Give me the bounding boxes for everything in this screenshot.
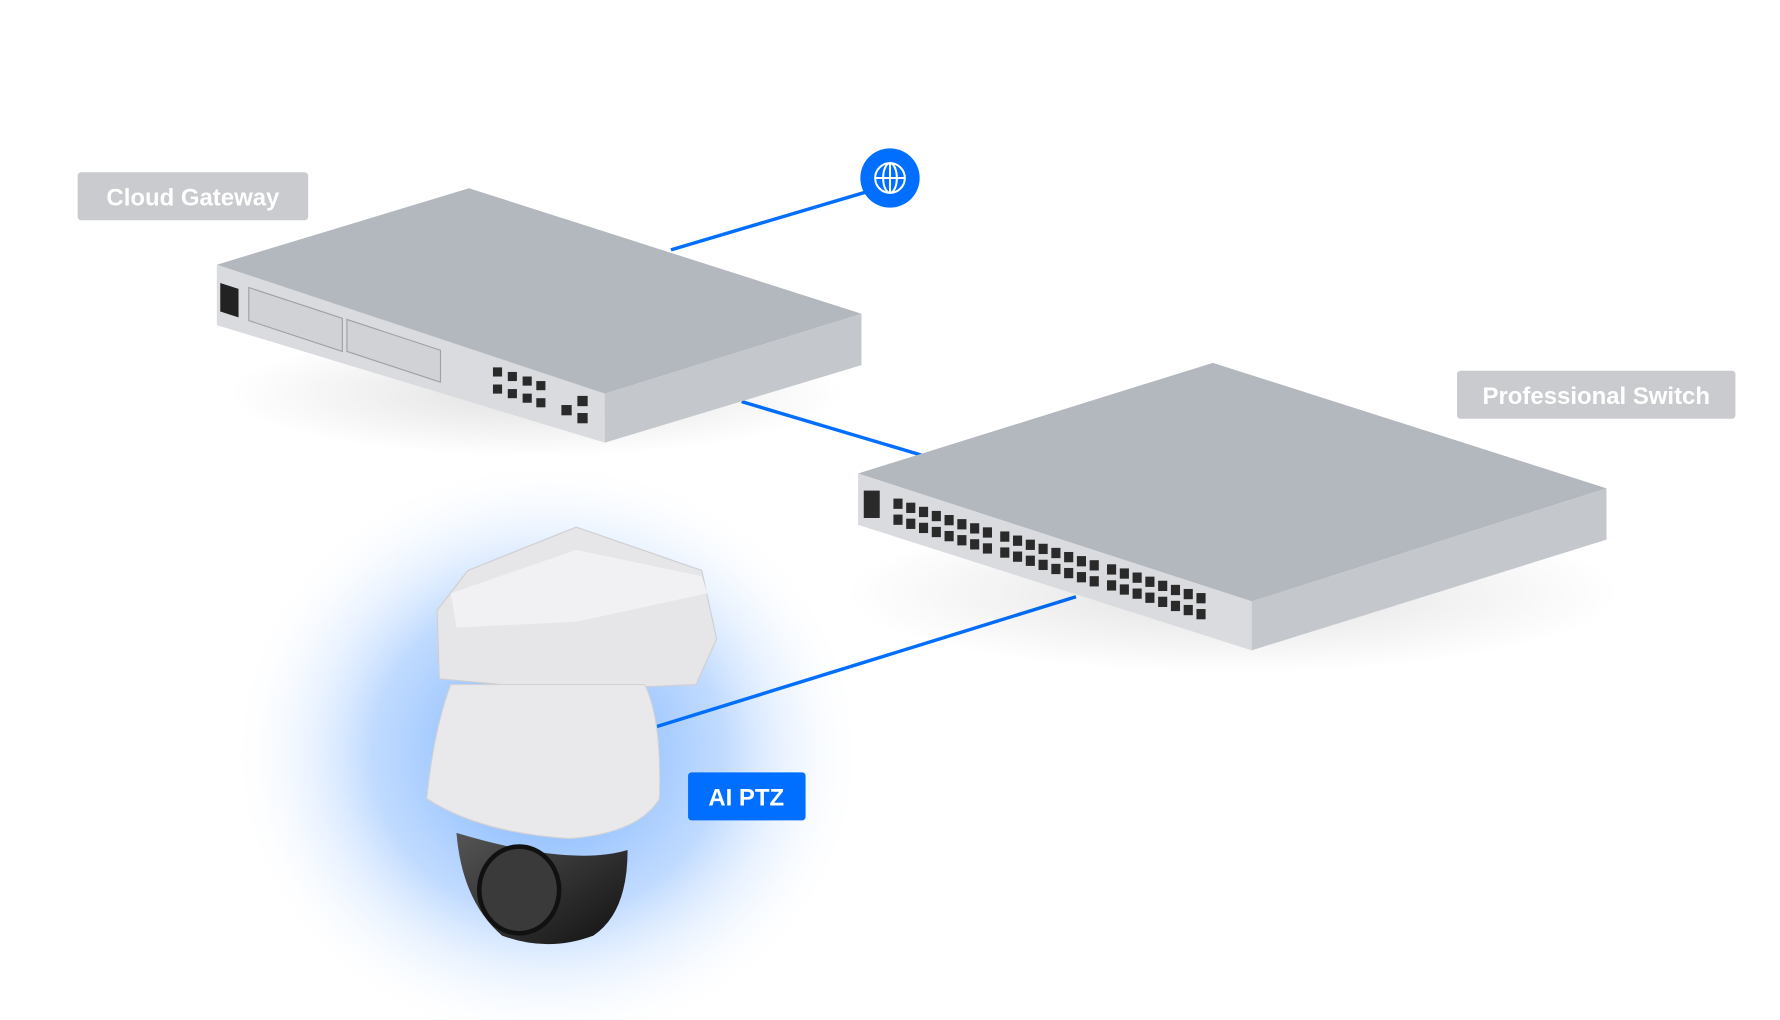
switch-port — [970, 523, 980, 534]
ai-ptz-camera[interactable] — [426, 526, 718, 945]
switch-port — [1025, 539, 1035, 550]
switch-port — [1038, 543, 1048, 555]
switch-port — [1196, 609, 1206, 620]
switch-port — [1145, 592, 1155, 603]
professional-switch-label-text: Professional Switch — [1483, 383, 1710, 410]
globe-icon — [874, 162, 906, 194]
switch-port — [931, 510, 941, 522]
switch-port — [1000, 547, 1010, 558]
switch-port — [1196, 593, 1206, 604]
switch-port — [1132, 588, 1142, 599]
switch-port — [1051, 563, 1061, 575]
switch-port — [918, 522, 929, 534]
switch-port — [1064, 567, 1074, 579]
switch-port — [1076, 556, 1087, 567]
switch-port — [957, 519, 967, 530]
switch-port — [1170, 600, 1181, 612]
switch-port — [1089, 576, 1099, 587]
professional-switch-label: Professional Switch — [1457, 370, 1736, 419]
switch-port — [1000, 531, 1010, 542]
switch-port — [1012, 551, 1023, 562]
switch-port — [1038, 559, 1048, 571]
switch-port — [1051, 547, 1061, 559]
switch-port — [944, 530, 954, 542]
switch-port — [1183, 588, 1193, 600]
switch-port — [944, 515, 954, 526]
switch-port — [1089, 560, 1099, 571]
switch-port — [1170, 584, 1181, 596]
switch-port — [1076, 572, 1087, 583]
link-internet-gateway — [670, 190, 868, 252]
switch-port — [1119, 584, 1129, 595]
switch-port — [1012, 535, 1023, 546]
switch-port — [1132, 572, 1142, 583]
switch-port — [1064, 551, 1074, 563]
switch-port — [1145, 576, 1155, 587]
cloud-gateway-device[interactable] — [216, 188, 862, 457]
switch-port — [970, 539, 980, 550]
switch-port — [906, 502, 916, 513]
cloud-gateway-label: Cloud Gateway — [77, 172, 309, 221]
switch-port — [931, 526, 941, 538]
switch-port — [906, 518, 916, 529]
switch-port — [982, 543, 992, 554]
switch-port — [1107, 580, 1117, 591]
cloud-gateway-label-text: Cloud Gateway — [106, 184, 280, 211]
switch-port — [918, 506, 929, 518]
switch-port — [982, 527, 992, 538]
switch-port — [1158, 580, 1168, 592]
switch-port — [1158, 596, 1168, 607]
switch-port — [1119, 568, 1129, 579]
internet-node[interactable] — [860, 148, 920, 208]
switch-port — [1107, 564, 1117, 575]
switch-port — [893, 514, 903, 525]
switch-port — [893, 498, 903, 509]
switch-port — [1025, 555, 1035, 566]
professional-switch-device[interactable] — [844, 362, 1621, 674]
switch-port — [957, 535, 967, 546]
ai-ptz-label: AI PTZ — [688, 772, 806, 821]
switch-port — [1183, 604, 1193, 616]
ai-ptz-label-text: AI PTZ — [708, 785, 784, 812]
